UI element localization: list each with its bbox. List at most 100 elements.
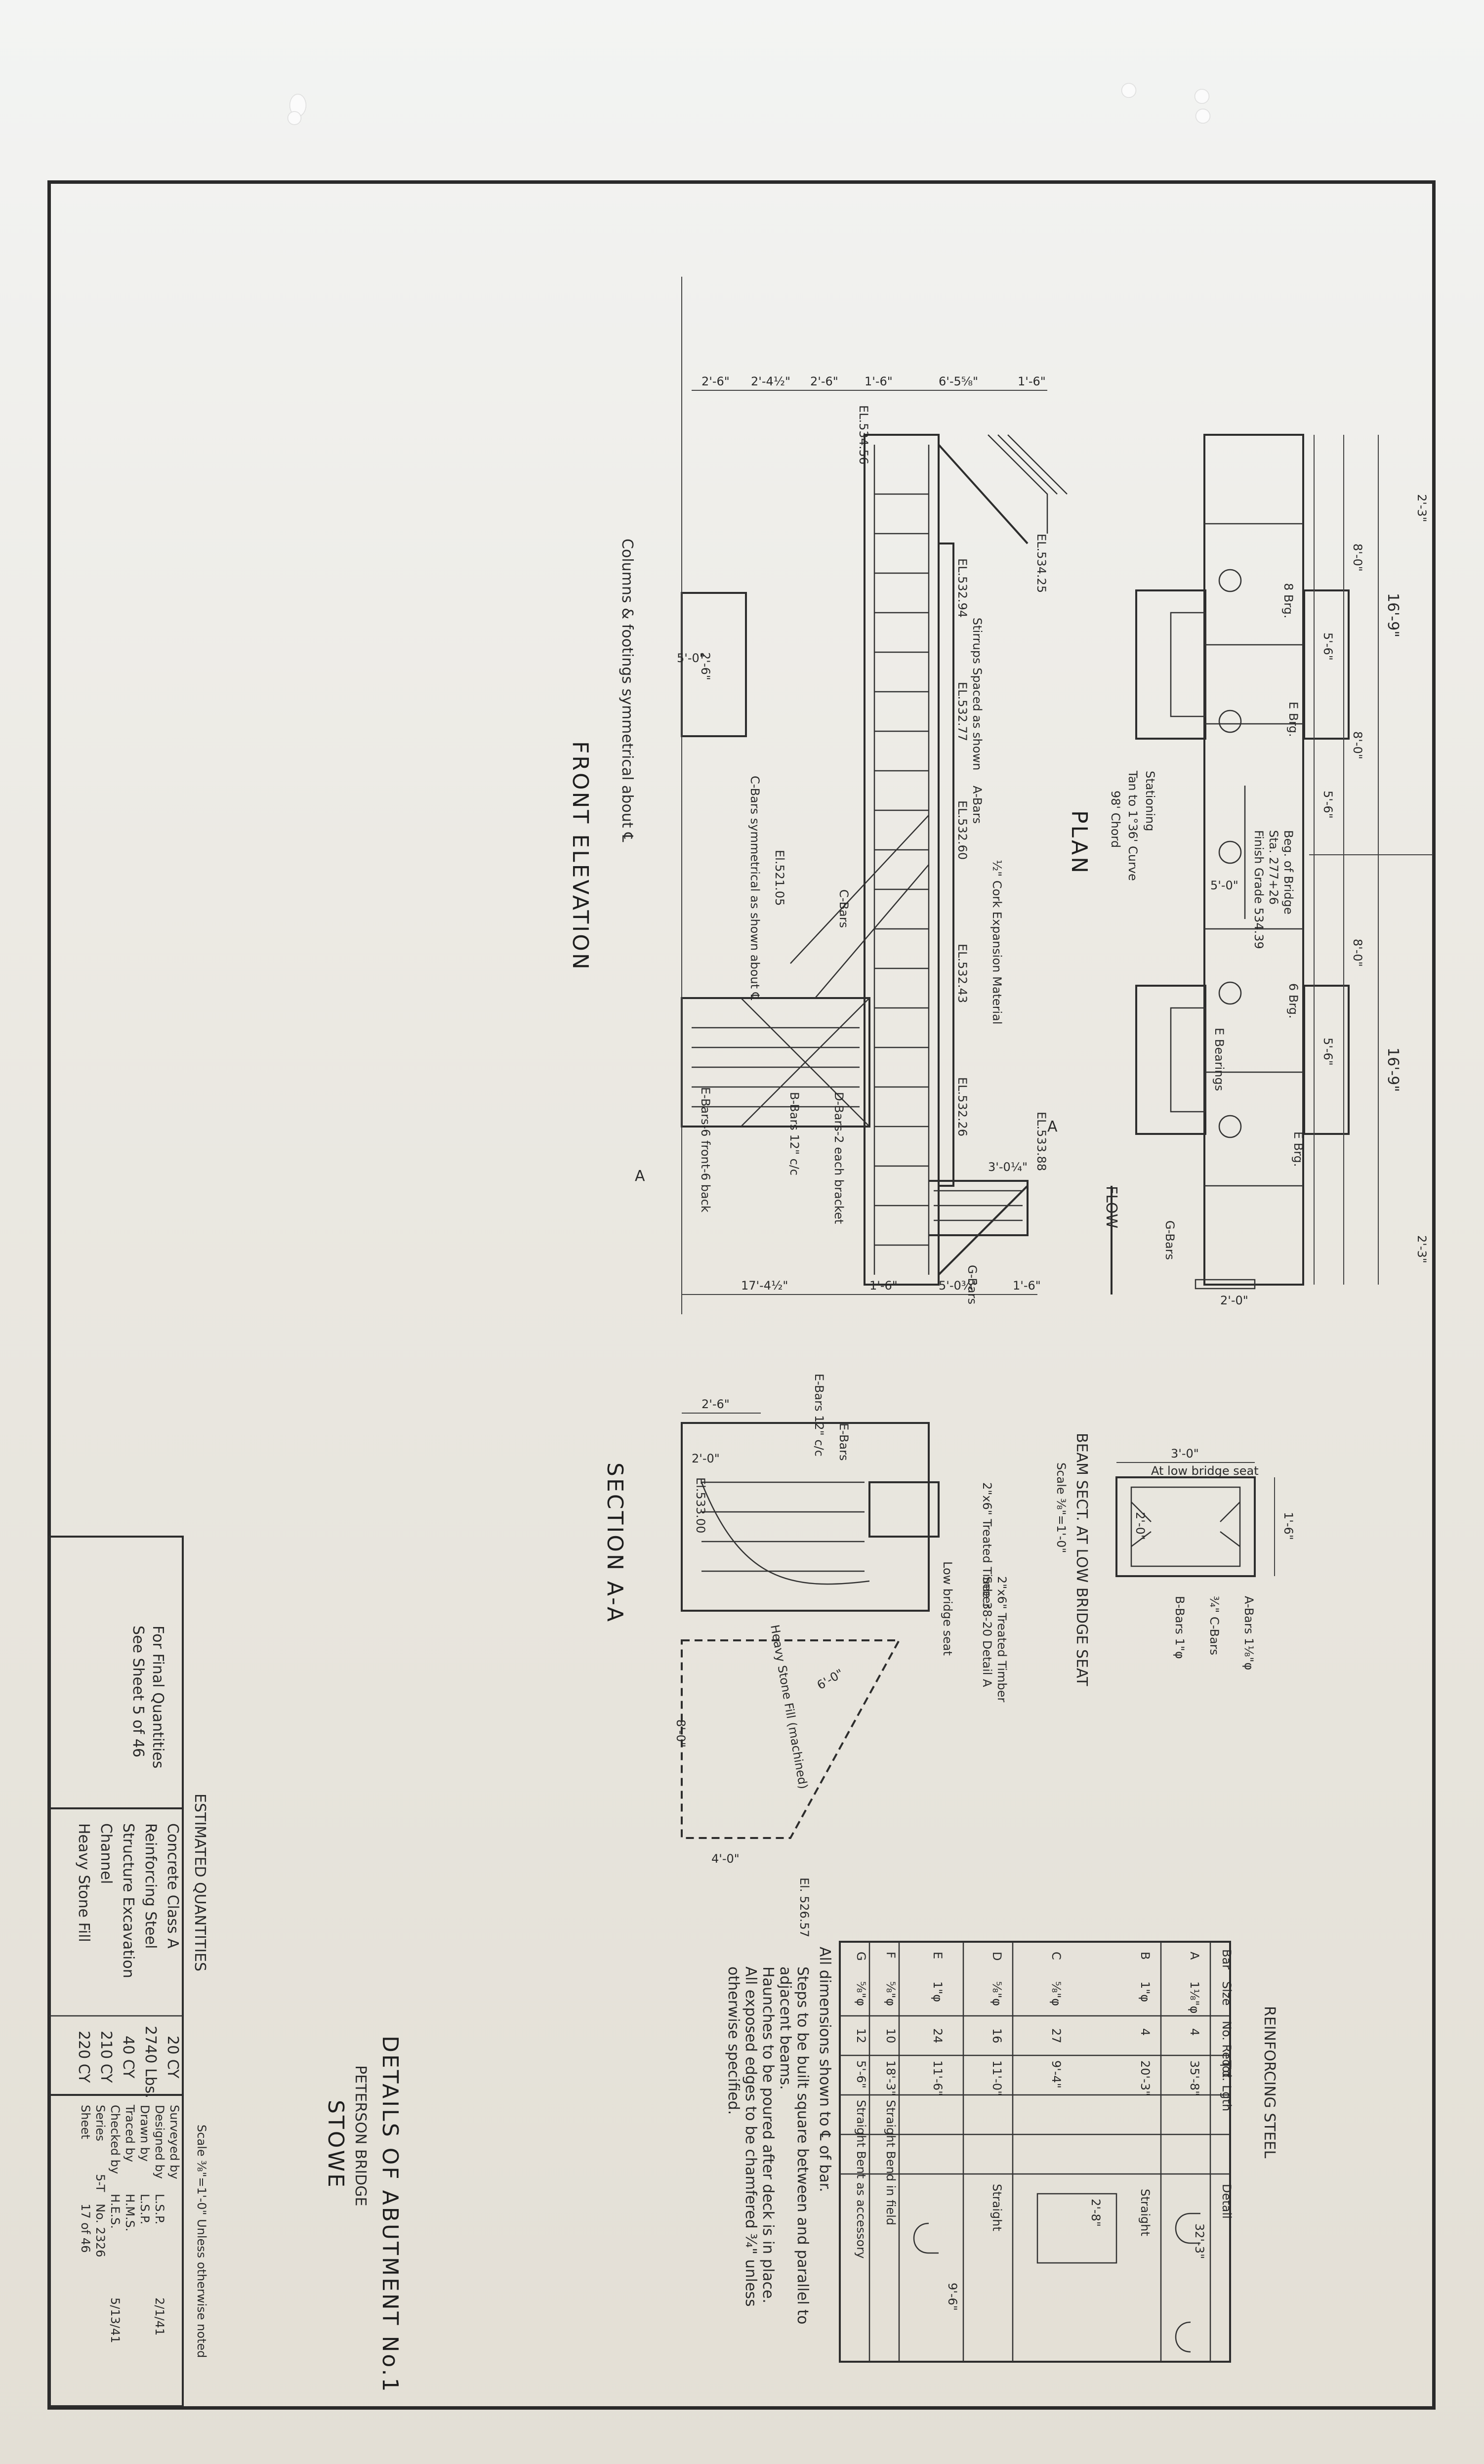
tb-label: Drawn by: [138, 2105, 152, 2162]
final-note: For Final Quantities: [149, 1626, 166, 1768]
note-line: Steps to be built square between and par…: [794, 1966, 811, 2324]
top-dim: 6'-5⅝": [939, 375, 978, 388]
plan-note: Tan to 1°36' Curve: [1126, 770, 1140, 881]
tb-value: H.M.S.: [123, 2194, 137, 2231]
steel-cell: 4: [1188, 2028, 1201, 2036]
quantity-item: Channel: [97, 1823, 115, 1884]
plan-note: Stationing: [1143, 771, 1157, 831]
tb-label: Sheet: [79, 2105, 92, 2139]
steel-cell: E: [931, 1952, 945, 1959]
steel-cell: 11'-0": [990, 2060, 1004, 2096]
quantity-value: 40 CY: [120, 2036, 137, 2079]
steel-header: No. Req'd: [1220, 2021, 1234, 2078]
steel-cell: Straight Bent as accessory: [854, 2100, 868, 2258]
top-dim: 1'-6": [1018, 375, 1046, 388]
bar-a-detail: [1175, 2321, 1191, 2353]
quantities-title: ESTIMATED QUANTITIES: [191, 1794, 208, 1971]
quantity-value: 210 CY: [97, 2031, 115, 2083]
plan-mark: 5'-0": [1210, 878, 1238, 892]
tb-label: Checked by: [108, 2105, 122, 2174]
callout: G-Bars: [965, 1265, 979, 1304]
steel-cell: 18'-3": [884, 2060, 898, 2096]
plan-dim: 5'-6": [1321, 791, 1335, 819]
top-dim: 2'-4½": [751, 375, 790, 388]
callout: C-Bars symmetrical as shown about ℄: [748, 776, 762, 1001]
plan-dim: 8'-0": [1351, 731, 1364, 759]
elevation-mark: EL.532.43: [955, 944, 969, 1003]
steel-cell: 1⅛"φ: [1188, 1981, 1201, 2013]
plan-dim: 8'-0": [1351, 939, 1364, 967]
section-callout: Heavy Stone Fill (machined): [768, 1624, 810, 1790]
steel-cell: ⅝"φ: [854, 1981, 868, 2006]
top-dim: 1'-6": [865, 375, 893, 388]
steel-cell: 4: [1138, 2028, 1152, 2036]
tb-value: H.E.S.: [108, 2194, 122, 2229]
town-name: STOWE: [323, 2100, 348, 2189]
beam-dim: 2'-0": [1133, 1512, 1147, 1540]
plan-dim: 5'-6": [1321, 632, 1335, 661]
section-callout: El. 526.57: [797, 1878, 811, 1937]
plan-mark: G-Bars: [1163, 1220, 1177, 1260]
plan-dim-total: 16'-9": [1384, 1047, 1402, 1092]
section-callout: E-Bars: [837, 1423, 851, 1461]
beam-dim: 3'-0": [1171, 1447, 1199, 1461]
section-dim: 6'-0": [815, 1667, 846, 1693]
steel-cell: 10: [884, 2028, 898, 2044]
steel-cell: 5'-6": [854, 2060, 868, 2088]
steel-cell: ⅝"φ: [1049, 1981, 1063, 2006]
section-dim: 2'-0": [692, 1452, 720, 1465]
section-cut-mark: A: [635, 1168, 645, 1185]
callout: 2'-6": [699, 652, 712, 680]
steel-title: REINFORCING STEEL: [1261, 2006, 1278, 2159]
section-aa-view: [681, 1413, 940, 1839]
bar-a-detail: [1175, 2213, 1200, 2244]
note-line: All dimensions shown to ℄ of bar.: [816, 1947, 833, 2192]
tb-value: L.S.P.: [138, 2194, 152, 2224]
bar-e-detail: [913, 2222, 939, 2254]
steel-cell: 12: [854, 2028, 868, 2044]
steel-cell: Straight: [1138, 2189, 1152, 2236]
final-note: See Sheet 5 of 46: [129, 1626, 147, 1757]
steel-cell: G: [854, 1952, 868, 1961]
steel-cell: 9'-6": [946, 2283, 959, 2311]
tb-label: Traced by: [123, 2104, 137, 2162]
general-notes: All dimensions shown to ℄ of bar. Steps …: [725, 1947, 833, 2324]
quantity-value: 20 CY: [164, 2036, 181, 2079]
steel-header: Size: [1220, 1981, 1234, 2005]
steel-cell: 1"φ: [1138, 1981, 1152, 2002]
steel-cell: D: [990, 1952, 1004, 1961]
quantity-value: 220 CY: [75, 2031, 92, 2083]
callout: E-Bars-6 front-6 back: [699, 1087, 712, 1212]
steel-cell: Straight: [990, 2184, 1004, 2231]
punch-hole: [1195, 89, 1209, 104]
plan-label: PLAN: [1067, 810, 1092, 875]
beam-callout: See 38-20 Detail A: [980, 1576, 994, 1687]
elevation-mark: EL.534.25: [1034, 534, 1048, 593]
callout: D-Bars-2 each bracket: [832, 1092, 846, 1224]
tb-label: Designed by: [153, 2105, 166, 2179]
beam-dim: At low bridge seat: [1151, 1464, 1259, 1478]
section-dim: 2'-6": [701, 1397, 730, 1411]
note-line: otherwise specified.: [725, 1966, 742, 2115]
steel-cell: 35'-8": [1188, 2060, 1201, 2096]
callout: ½" Cork Expansion Material: [990, 860, 1004, 1024]
note-line: Haunches to be poured after deck is in p…: [759, 1966, 777, 2303]
plan-mark: 6 Brg.: [1286, 983, 1300, 1019]
bottom-dim: 5'-0¾": [939, 1279, 978, 1293]
quantity-item: Heavy Stone Fill: [75, 1823, 92, 1942]
steel-cell: 1"φ: [931, 1981, 945, 2002]
title-block: [48, 1536, 184, 2407]
plan-mark: 8 Brg.: [1281, 583, 1295, 619]
elevation-mark: EL.532.60: [955, 800, 969, 860]
quantity-item: Structure Excavation: [120, 1823, 137, 1978]
tb-series: 5-T: [93, 2174, 107, 2192]
bridge-name: PETERSON BRIDGE: [352, 2065, 369, 2206]
plan-dim: 2'-3": [1415, 494, 1429, 522]
note-line: adjacent beams.: [777, 1966, 794, 2090]
bar-c-detail: [1036, 2193, 1117, 2264]
beam-section-label: BEAM SECT. AT LOW BRIDGE SEAT: [1073, 1433, 1090, 1686]
steel-cell: F: [884, 1952, 898, 1959]
tb-label: Series: [93, 2105, 107, 2141]
callout: 5'-0": [677, 651, 705, 665]
